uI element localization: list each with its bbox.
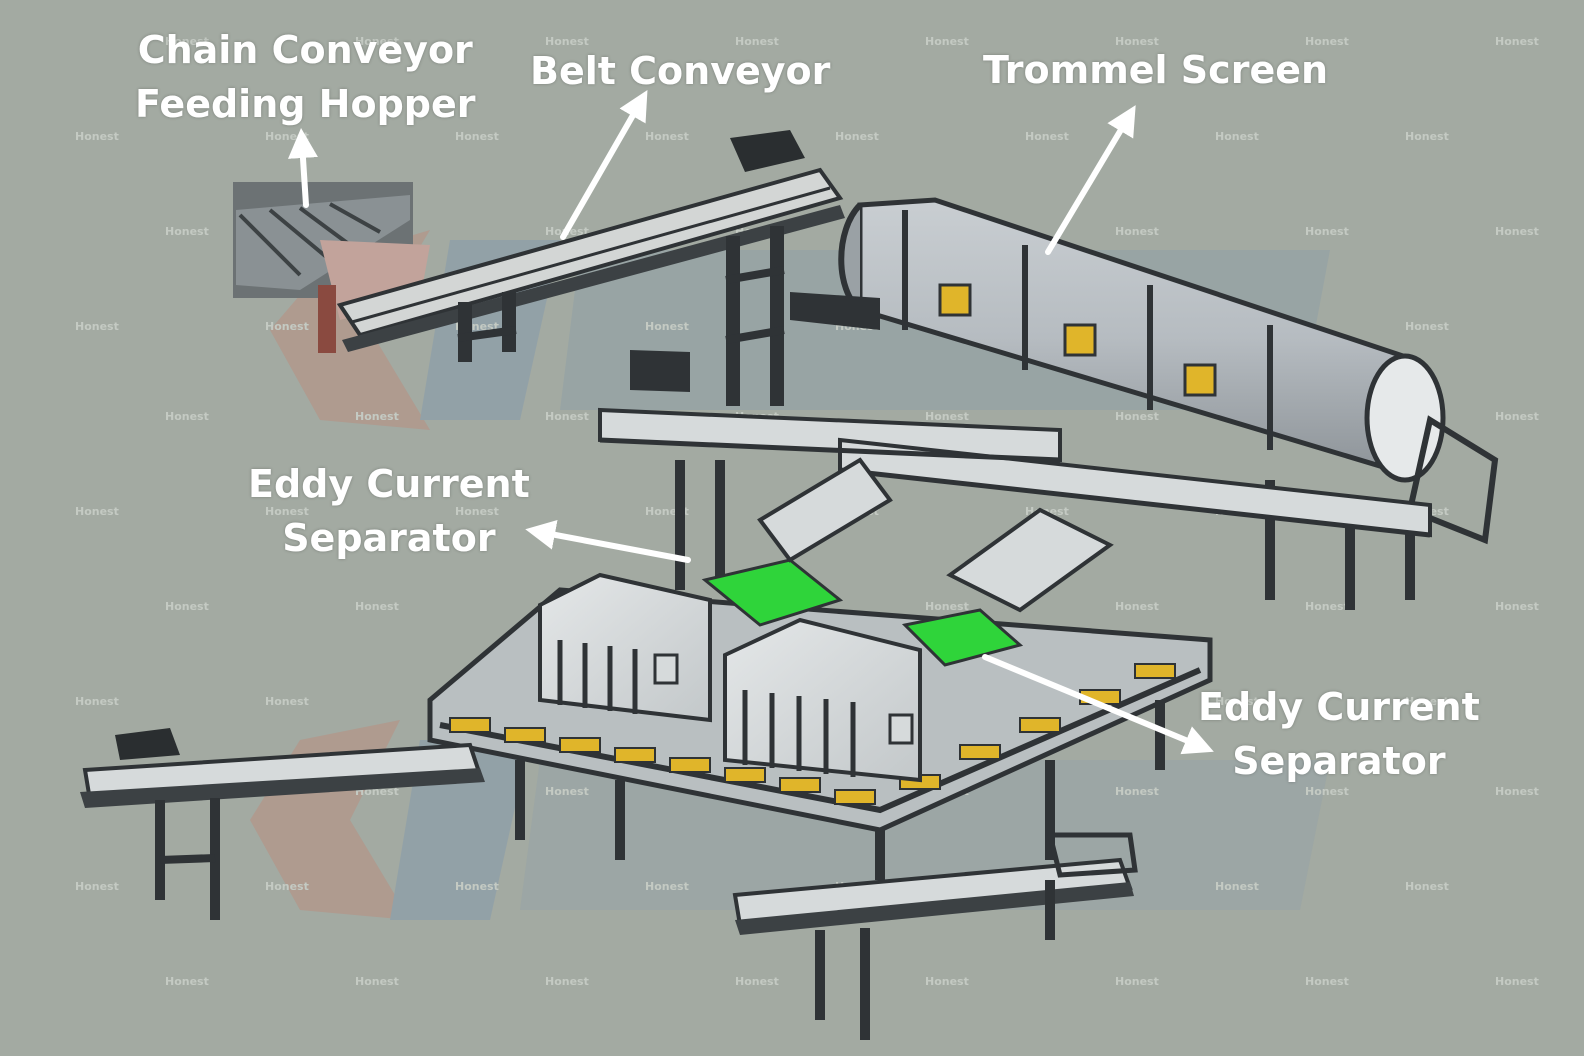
eddy-current-separator-right xyxy=(723,507,1114,783)
watermark-text: Honest xyxy=(835,130,879,143)
cross-conveyors xyxy=(598,407,1432,590)
arrow-eddy-current-left xyxy=(525,520,691,563)
chain-conveyor-hopper xyxy=(233,182,430,353)
watermark-text: Honest xyxy=(925,35,969,48)
watermark-text: Honest xyxy=(355,975,399,988)
watermark-text: Honest xyxy=(355,600,399,613)
watermark-text: Honest xyxy=(75,320,119,333)
watermark-text: Honest xyxy=(455,880,499,893)
label-line: Chain Conveyor xyxy=(137,28,473,72)
watermark-text: Honest xyxy=(165,225,209,238)
watermark-text: Honest xyxy=(1405,880,1449,893)
watermark-text: Honest xyxy=(265,320,309,333)
watermark-text: Honest xyxy=(645,880,689,893)
watermark-text: Honest xyxy=(545,975,589,988)
label-line: Separator xyxy=(282,516,496,560)
label-line: Belt Conveyor xyxy=(530,49,831,93)
watermark-text: Honest xyxy=(1305,975,1349,988)
watermark-text: Honest xyxy=(1495,410,1539,423)
watermark-text: Honest xyxy=(265,695,309,708)
eddy-current-separator-left xyxy=(538,457,893,723)
watermark-text: Honest xyxy=(165,975,209,988)
watermark-text: Honest xyxy=(645,130,689,143)
arrow-trommel-screen xyxy=(1045,105,1136,255)
watermark-text: Honest xyxy=(925,600,969,613)
arrow-chain-conveyor xyxy=(287,128,318,208)
watermark-text: Honest xyxy=(545,35,589,48)
watermark-text: Honest xyxy=(265,880,309,893)
label-trommel-screen: Trommel Screen xyxy=(983,43,1328,97)
watermark-text: Honest xyxy=(1115,975,1159,988)
watermark-text: Honest xyxy=(75,505,119,518)
watermark-text: Honest xyxy=(1115,35,1159,48)
watermark-text: Honest xyxy=(1405,320,1449,333)
label-chain-conveyor-feeding-hopper: Chain Conveyor Feeding Hopper xyxy=(135,23,476,131)
watermark-text: Honest xyxy=(165,410,209,423)
label-line: Eddy Current xyxy=(248,462,530,506)
watermark-text: Honest xyxy=(1405,695,1449,708)
watermark-text: Honest xyxy=(1305,35,1349,48)
label-eddy-current-separator-left: Eddy Current Separator xyxy=(248,457,530,565)
watermark-text: Honest xyxy=(545,785,589,798)
label-line: Trommel Screen xyxy=(983,48,1329,92)
watermark-text: Honest xyxy=(925,975,969,988)
watermark-text: Honest xyxy=(1215,130,1259,143)
watermark-text: Honest xyxy=(1305,785,1349,798)
watermark-text: Honest xyxy=(1405,130,1449,143)
watermark-text: Honest xyxy=(265,505,309,518)
watermark-text: Honest xyxy=(1495,600,1539,613)
watermark-text: Honest xyxy=(1115,410,1159,423)
watermark-text: Honest xyxy=(1115,225,1159,238)
watermark-text: Honest xyxy=(75,130,119,143)
watermark-text: Honest xyxy=(1305,225,1349,238)
watermark-text: Honest xyxy=(355,35,399,48)
trommel-screen xyxy=(630,197,1499,610)
watermark-text: Honest xyxy=(735,35,779,48)
watermark-text: Honest xyxy=(1115,785,1159,798)
callout-arrows xyxy=(287,89,1214,755)
watermark-text: Honest xyxy=(75,695,119,708)
label-eddy-current-separator-right: Eddy Current Separator xyxy=(1198,680,1480,788)
label-line: Eddy Current xyxy=(1198,685,1480,729)
watermark-text: Honest xyxy=(735,975,779,988)
label-line: Feeding Hopper xyxy=(135,82,476,126)
watermark-text: Honest xyxy=(1215,695,1259,708)
label-belt-conveyor: Belt Conveyor xyxy=(530,44,830,98)
watermark-text: Honest xyxy=(645,320,689,333)
arrow-eddy-current-right xyxy=(982,654,1214,755)
watermark-text: Honest xyxy=(545,410,589,423)
watermark-text: Honest xyxy=(455,505,499,518)
watermark-text: Honest xyxy=(1495,785,1539,798)
watermark-text: Honest xyxy=(1495,225,1539,238)
outlet-conveyor-left xyxy=(80,728,485,920)
watermark-text: Honest xyxy=(355,410,399,423)
outlet-conveyor-bottom xyxy=(732,832,1138,1040)
arrow-belt-conveyor xyxy=(560,89,648,240)
watermark-text: Honest xyxy=(455,130,499,143)
watermark-text: Honest xyxy=(1025,130,1069,143)
watermark-text: Honest xyxy=(1495,975,1539,988)
watermark-text: Honest xyxy=(165,35,209,48)
watermark-text: Honest xyxy=(165,600,209,613)
separator-platform xyxy=(427,457,1213,880)
watermark-text: Honest xyxy=(1495,35,1539,48)
watermark-text: Honest xyxy=(1305,600,1349,613)
watermark-text: Honest xyxy=(1115,600,1159,613)
watermark-text: Honest xyxy=(1215,880,1259,893)
label-line: Separator xyxy=(1232,739,1446,783)
watermark-text: Honest xyxy=(925,410,969,423)
watermark-text: Honest xyxy=(75,880,119,893)
belt-conveyor xyxy=(336,130,845,406)
